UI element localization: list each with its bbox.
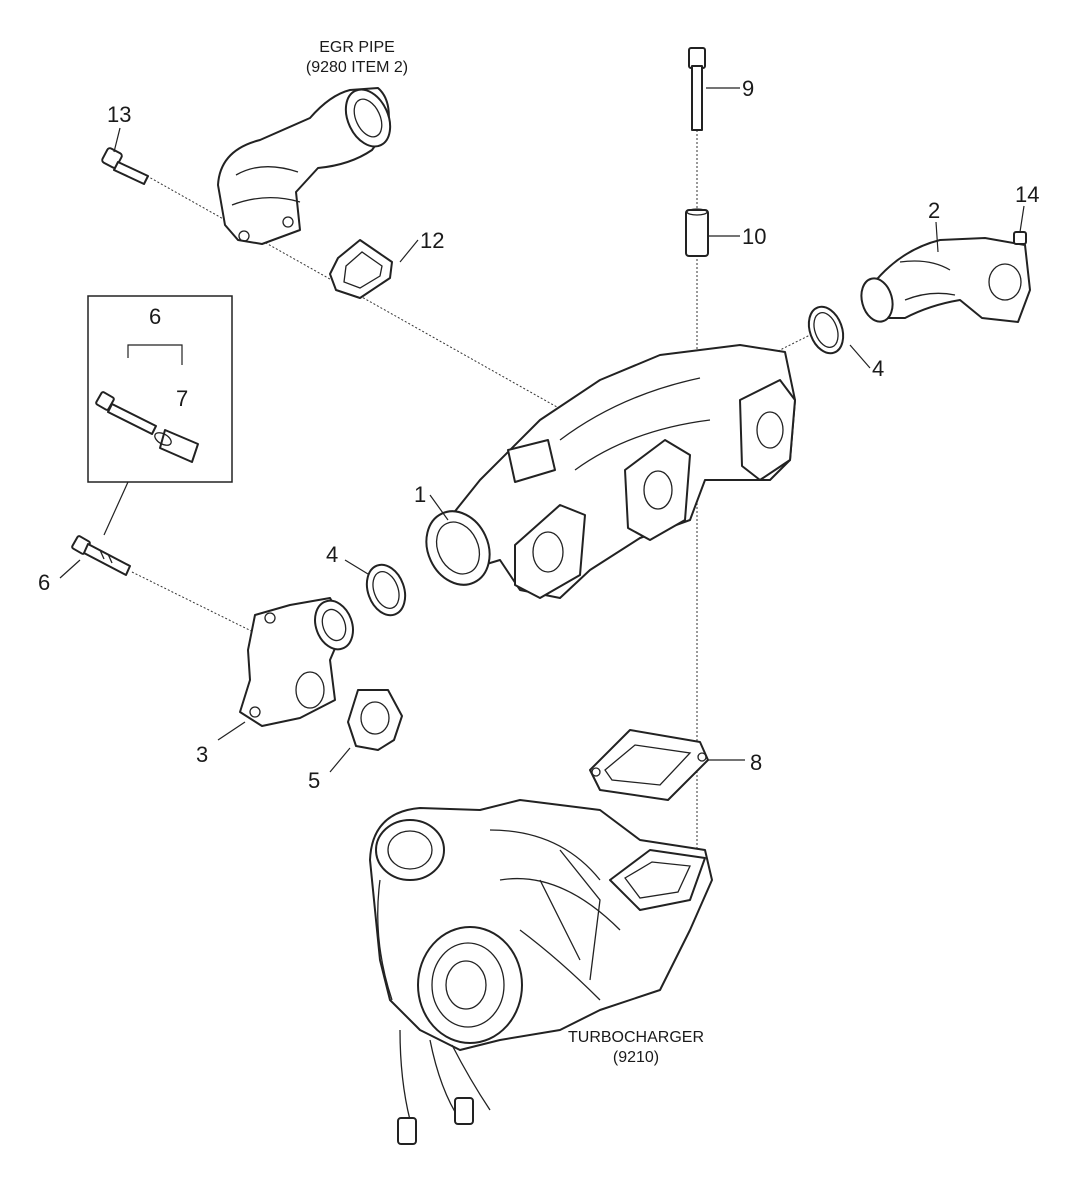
egr-pipe-reference: (9280 ITEM 2) xyxy=(306,59,408,76)
turbocharger-caption: TURBOCHARGER xyxy=(568,1029,704,1046)
gasket-8 xyxy=(589,729,709,801)
detail-box xyxy=(87,295,233,536)
exhaust-manifold-1 xyxy=(425,344,796,599)
elbow-pipe-2 xyxy=(860,237,1031,323)
callout-2: 2 xyxy=(928,198,940,223)
sleeve-7 xyxy=(154,429,199,463)
callout-7: 7 xyxy=(176,386,188,411)
egr-pipe-caption: EGR PIPE xyxy=(319,39,395,56)
callout-9: 9 xyxy=(742,76,754,101)
leader-lines xyxy=(59,87,1025,773)
callout-5: 5 xyxy=(308,768,320,793)
callout-1: 1 xyxy=(414,482,426,507)
callout-12: 12 xyxy=(420,228,444,253)
seal-ring-4-right xyxy=(807,305,845,355)
callout-8: 8 xyxy=(750,750,762,775)
gasket-5 xyxy=(347,689,403,751)
turbocharger-reference: (9210) xyxy=(613,1049,659,1066)
callout-4-right: 4 xyxy=(872,356,884,381)
callout-14: 14 xyxy=(1015,182,1039,207)
elbow-3 xyxy=(239,597,354,727)
callout-6-box: 6 xyxy=(149,304,161,329)
callout-4-left: 4 xyxy=(326,542,338,567)
turbocharger xyxy=(369,799,713,1145)
sleeve-10 xyxy=(685,208,709,257)
stud-14 xyxy=(1013,231,1027,245)
seal-ring-4-left xyxy=(365,563,407,617)
egr-pipe xyxy=(217,87,392,245)
gasket-12 xyxy=(329,239,393,299)
bolt-6-detail xyxy=(95,391,157,435)
gasket-4-right-alignment-line xyxy=(759,329,821,361)
bolt-9 xyxy=(688,47,706,131)
callout-10: 10 xyxy=(742,224,766,249)
callout-3: 3 xyxy=(196,742,208,767)
bolt-6-assembled xyxy=(71,535,131,576)
callout-6: 6 xyxy=(38,570,50,595)
bolt-13 xyxy=(101,147,149,185)
callout-13: 13 xyxy=(107,102,131,127)
